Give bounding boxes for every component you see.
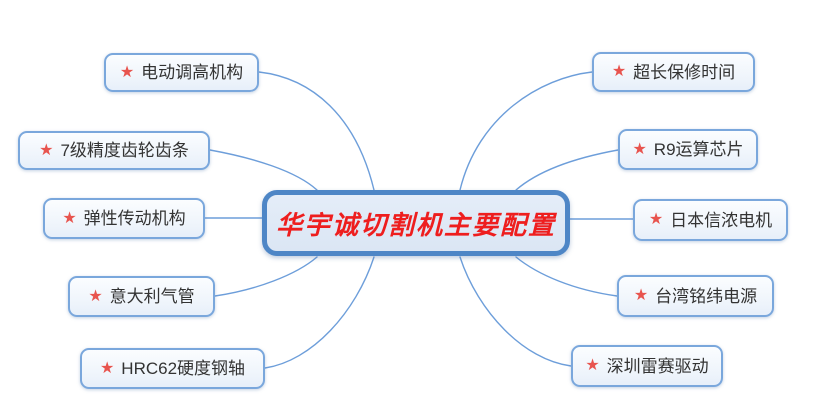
branch-node-left-1[interactable]: ★ 电动调高机构 (104, 53, 259, 92)
branch-node-label: HRC62硬度钢轴 (121, 359, 246, 378)
branch-node-label: 弹性传动机构 (83, 209, 186, 228)
star-icon: ★ (119, 63, 135, 81)
branch-node-label: 超长保修时间 (633, 62, 736, 82)
connector-right-1 (459, 71, 593, 191)
branch-node-right-5[interactable]: ★ 深圳雷赛驱动 (571, 345, 723, 387)
branch-node-label: R9运算芯片 (653, 140, 744, 159)
star-icon: ★ (39, 141, 54, 159)
branch-node-right-1[interactable]: ★ 超长保修时间 (592, 52, 755, 92)
branch-node-label: 电动调高机构 (141, 63, 244, 82)
star-icon: ★ (88, 287, 103, 305)
central-topic[interactable]: 华宇诚切割机主要配置 (262, 190, 570, 256)
branch-node-label: 深圳雷赛驱动 (606, 356, 709, 376)
branch-node-right-3[interactable]: ★ 日本信浓电机 (633, 199, 788, 241)
connector-right-4 (515, 256, 618, 297)
star-icon: ★ (632, 140, 647, 158)
star-icon: ★ (62, 209, 77, 227)
branch-node-label: 7级精度齿轮齿条 (60, 141, 189, 160)
star-icon: ★ (648, 211, 664, 228)
connector-right-5 (459, 256, 572, 367)
branch-node-label: 日本信浓电机 (670, 210, 773, 230)
central-topic-label: 华宇诚切割机主要配置 (275, 209, 556, 240)
connector-right-2 (515, 149, 619, 191)
star-icon: ★ (611, 63, 627, 80)
connector-left-5 (264, 256, 375, 369)
branch-node-left-3[interactable]: ★ 弹性传动机构 (43, 198, 205, 239)
branch-node-left-5[interactable]: ★ HRC62硬度钢轴 (80, 348, 265, 389)
branch-node-right-2[interactable]: ★ R9运算芯片 (618, 129, 758, 170)
branch-node-label: 意大利气管 (109, 287, 195, 306)
branch-node-left-4[interactable]: ★ 意大利气管 (68, 276, 215, 317)
connector-left-1 (258, 71, 375, 191)
star-icon: ★ (99, 359, 115, 377)
branch-node-label: 台湾铭纬电源 (655, 286, 758, 306)
branch-node-right-4[interactable]: ★ 台湾铭纬电源 (617, 275, 774, 317)
connector-left-4 (214, 256, 318, 297)
star-icon: ★ (633, 287, 649, 304)
star-icon: ★ (585, 357, 600, 374)
branch-node-left-2[interactable]: ★ 7级精度齿轮齿条 (18, 131, 210, 170)
connector-left-2 (209, 149, 318, 191)
